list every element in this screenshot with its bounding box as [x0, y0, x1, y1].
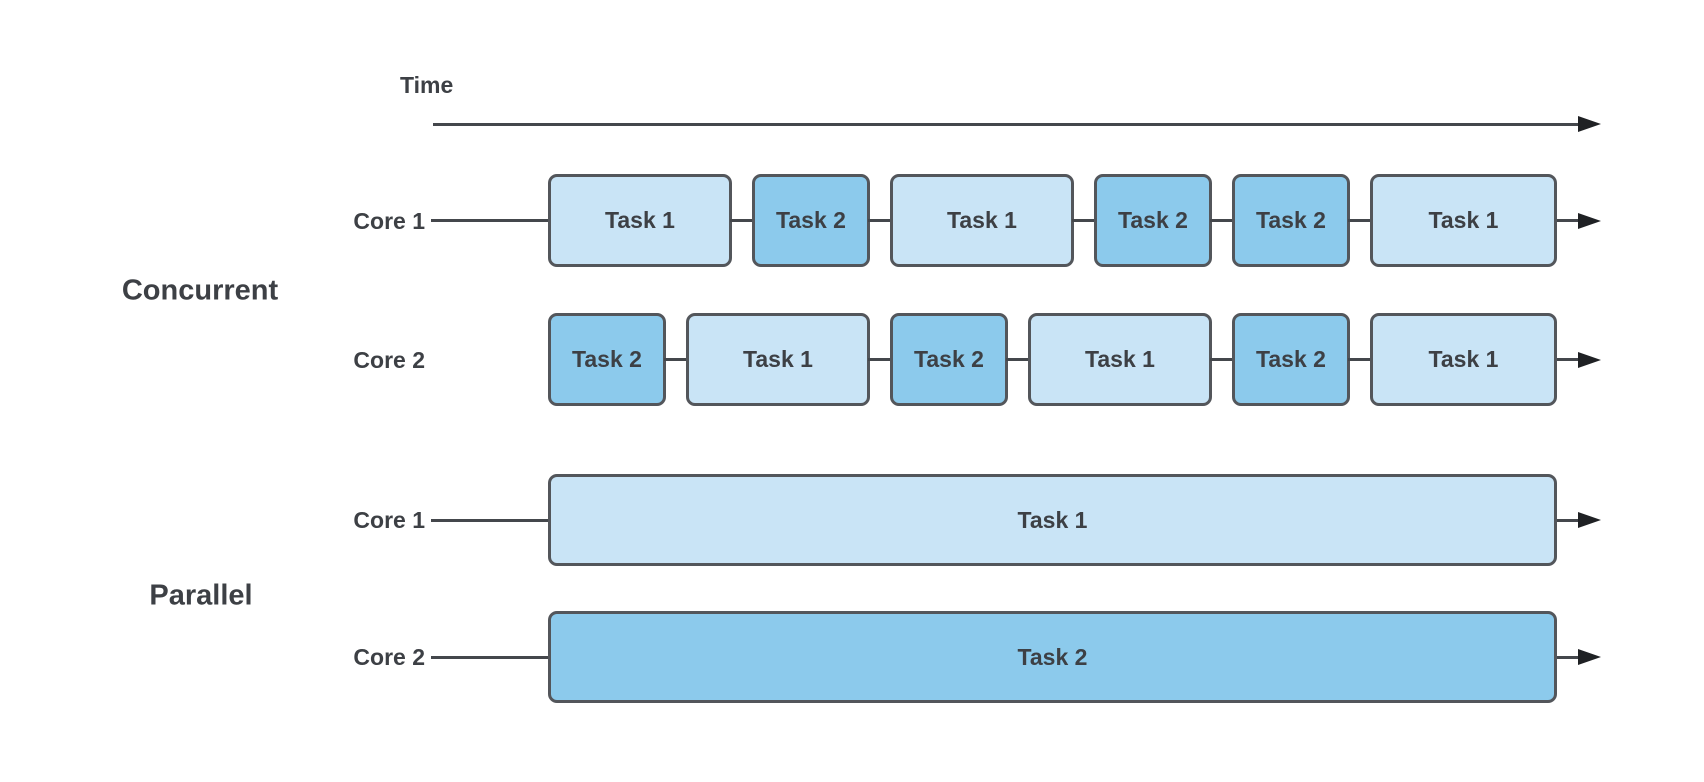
- task-label: Task 1: [947, 207, 1017, 233]
- task-box: Task 2: [1094, 174, 1212, 267]
- time-axis-arrowhead-icon: [1578, 116, 1601, 132]
- section-label-parallel: Parallel: [149, 579, 253, 612]
- task-connector-line: [1348, 219, 1372, 222]
- task-box: Task 1: [1370, 174, 1557, 267]
- time-axis-line: [433, 123, 1578, 126]
- task-box: Task 2: [890, 313, 1008, 406]
- task-label: Task 2: [572, 346, 642, 372]
- section-label-concurrent: Concurrent: [121, 274, 279, 307]
- task-connector-line: [1072, 219, 1096, 222]
- core-connector-line: [431, 219, 550, 222]
- row-arrow-line: [1557, 219, 1581, 222]
- task-box: Task 2: [548, 313, 666, 406]
- row-arrowhead-icon: [1578, 649, 1601, 665]
- task-connector-line: [1210, 219, 1234, 222]
- task-box: Task 2: [1232, 313, 1350, 406]
- task-connector-line: [1006, 358, 1030, 361]
- task-label: Task 2: [914, 346, 984, 372]
- task-box: Task 1: [548, 474, 1557, 566]
- task-label: Task 2: [776, 207, 846, 233]
- task-label: Task 1: [1428, 346, 1499, 372]
- row-arrow-line: [1557, 518, 1581, 522]
- core-label: Core 1: [353, 207, 425, 234]
- task-box: Task 1: [890, 174, 1074, 267]
- core-label: Core 2: [353, 346, 425, 373]
- task-connector-line: [1348, 358, 1372, 361]
- row-arrowhead-icon: [1578, 351, 1601, 368]
- task-label: Task 2: [1017, 643, 1088, 670]
- task-connector-line: [730, 219, 754, 222]
- task-box: Task 2: [1232, 174, 1350, 267]
- task-box: Task 2: [548, 611, 1557, 703]
- task-box: Task 1: [548, 174, 732, 267]
- task-label: Task 2: [1256, 207, 1326, 233]
- time-axis-label: Time: [400, 72, 454, 98]
- task-connector-line: [868, 358, 892, 361]
- task-label: Task 2: [1256, 346, 1326, 372]
- task-label: Task 1: [1085, 346, 1155, 372]
- row-arrowhead-icon: [1578, 212, 1601, 229]
- row-arrow-line: [1557, 358, 1581, 361]
- core-label: Core 2: [353, 644, 425, 670]
- core-connector-line: [431, 518, 550, 522]
- task-label: Task 1: [605, 207, 675, 233]
- task-box: Task 1: [1370, 313, 1557, 406]
- task-connector-line: [1210, 358, 1234, 361]
- core-label: Core 1: [353, 507, 425, 533]
- task-connector-line: [868, 219, 892, 222]
- task-box: Task 1: [686, 313, 870, 406]
- task-label: Task 1: [743, 346, 813, 372]
- core-connector-line: [431, 655, 550, 659]
- task-label: Task 1: [1017, 506, 1088, 533]
- row-arrowhead-icon: [1578, 512, 1601, 528]
- task-label: Task 1: [1428, 207, 1499, 233]
- task-label: Task 2: [1118, 207, 1188, 233]
- task-box: Task 1: [1028, 313, 1212, 406]
- row-arrow-line: [1557, 655, 1581, 659]
- task-connector-line: [664, 358, 688, 361]
- task-box: Task 2: [752, 174, 870, 267]
